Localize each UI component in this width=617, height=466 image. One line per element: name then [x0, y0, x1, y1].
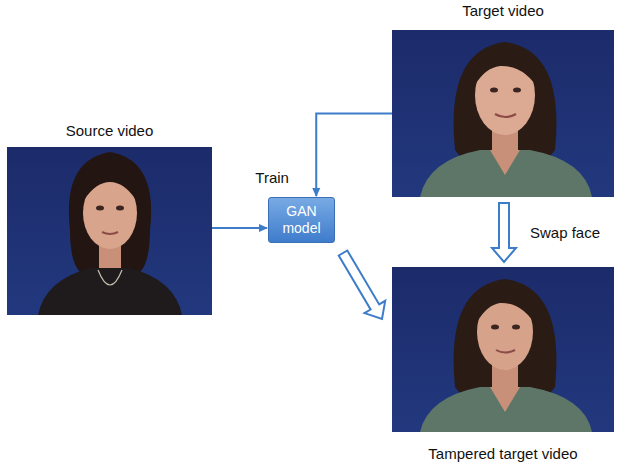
connector-arrow	[316, 114, 392, 197]
video-frame: Source video	[7, 120, 212, 315]
edge-label: Train	[253, 169, 291, 186]
tampered-frame	[392, 267, 614, 432]
box-label: GAN model	[273, 203, 330, 237]
source-frame	[7, 147, 212, 315]
video-frame: Target video	[392, 0, 614, 197]
model-box: GAN model	[268, 197, 335, 243]
connector-arrow	[212, 227, 267, 229]
video-frame: Tampered target video	[392, 267, 614, 462]
frame-title: Tampered target video	[392, 445, 614, 462]
hollow-arrow	[492, 203, 516, 262]
frame-title: Source video	[7, 122, 212, 139]
edge-label: Swap face	[528, 224, 602, 241]
hollow-arrow	[339, 251, 386, 320]
frame-title: Target video	[392, 2, 614, 19]
target-frame	[392, 30, 614, 197]
